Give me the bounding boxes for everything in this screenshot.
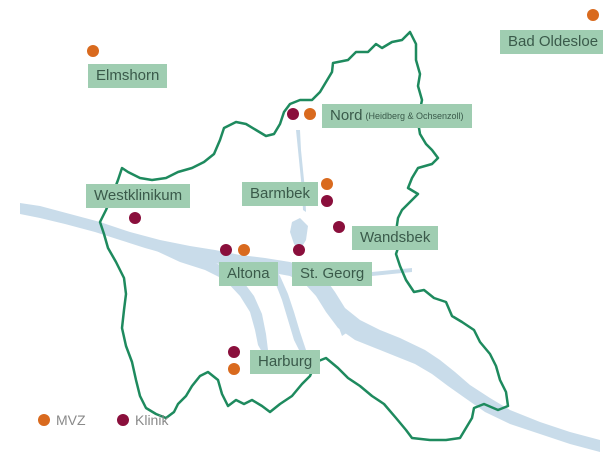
marker-klinik-st-georg xyxy=(293,244,305,256)
legend-mvz-label: MVZ xyxy=(56,412,86,428)
marker-mvz-altona xyxy=(238,244,250,256)
marker-klinik-wandsbek xyxy=(333,221,345,233)
label-elmshorn: Elmshorn xyxy=(88,64,168,88)
legend-mvz-dot xyxy=(38,414,50,426)
label-bad-oldesloe: Bad Oldesloe xyxy=(500,30,603,54)
alster-lake xyxy=(290,218,308,250)
label-st-georg: St. Georg xyxy=(292,262,373,286)
hamburg-border xyxy=(98,30,510,442)
legend-klinik-dot xyxy=(117,414,129,426)
harbor-channel-2 xyxy=(310,272,348,336)
marker-klinik-barmbek xyxy=(321,195,333,207)
elbe-south-arm xyxy=(150,248,268,352)
harbor-channel-1 xyxy=(265,264,306,352)
label-harburg: Harburg xyxy=(250,350,321,374)
marker-klinik-westklinikum xyxy=(129,212,141,224)
marker-mvz-bad-oldesloe xyxy=(587,9,599,21)
label-altona: Altona xyxy=(219,262,278,286)
label-nord-main: Nord xyxy=(330,107,363,124)
marker-mvz-harburg xyxy=(228,363,240,375)
marker-mvz-nord xyxy=(304,108,316,120)
marker-klinik-altona xyxy=(220,244,232,256)
label-westklinikum: Westklinikum xyxy=(86,184,191,208)
label-nord: Nord(Heidberg & Ochsenzoll) xyxy=(322,104,472,128)
label-nord-sub: (Heidberg & Ochsenzoll) xyxy=(365,111,464,121)
water-layer xyxy=(20,130,600,452)
marker-mvz-barmbek xyxy=(321,178,333,190)
legend-klinik-label: Klinik xyxy=(135,412,169,428)
marker-mvz-elmshorn xyxy=(87,45,99,57)
marker-klinik-nord xyxy=(287,108,299,120)
elbe-river xyxy=(20,203,600,452)
marker-klinik-harburg xyxy=(228,346,240,358)
label-barmbek: Barmbek xyxy=(242,182,319,206)
label-wandsbek: Wandsbek xyxy=(352,226,439,250)
